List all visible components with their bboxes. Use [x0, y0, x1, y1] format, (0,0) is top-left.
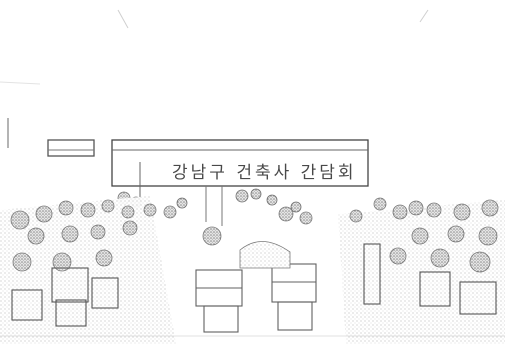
scratch-mark [419, 9, 429, 23]
left-audience [0, 196, 177, 344]
right-audience [338, 197, 505, 344]
stage-banner [111, 139, 369, 187]
center-chairs [195, 263, 317, 333]
scratch-mark [117, 9, 129, 29]
banner-title: 강남구 건축사 간담회 [172, 163, 357, 183]
scratch-mark [0, 81, 41, 85]
side-board [47, 139, 95, 157]
center-audience [202, 206, 313, 269]
